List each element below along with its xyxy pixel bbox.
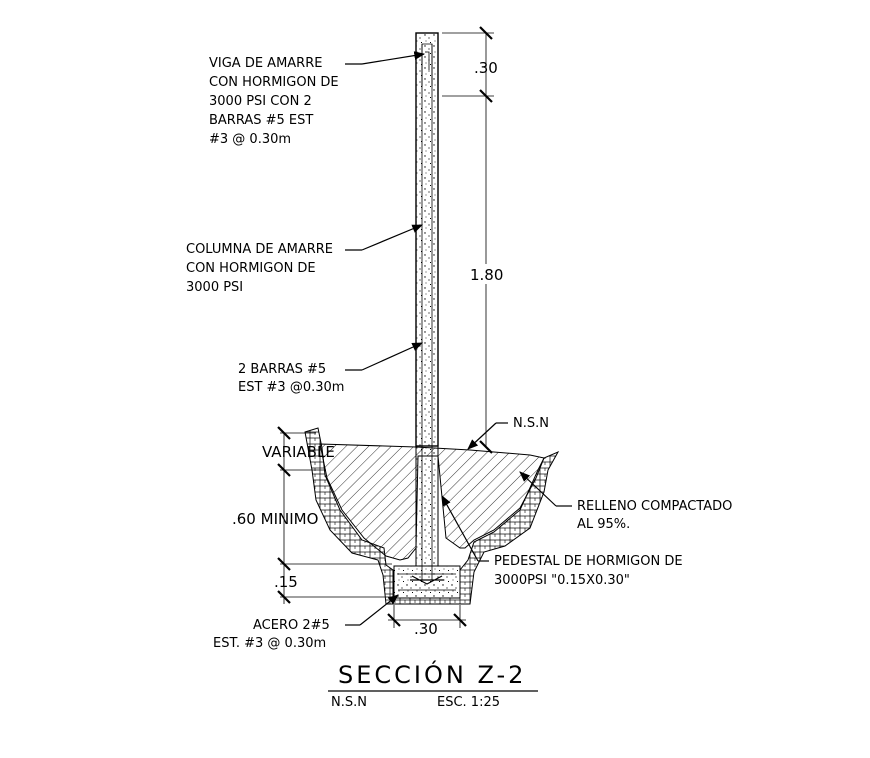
backfill [319, 443, 545, 561]
viga-line-1: VIGA DE AMARRE [209, 56, 322, 71]
barras-line-1: 2 BARRAS #5 [238, 362, 326, 377]
columna-line-2: CON HORMIGON DE [186, 261, 316, 276]
label-viga: VIGA DE AMARRE CON HORMIGON DE 3000 PSI … [209, 51, 426, 147]
viga-line-4: BARRAS #5 EST [209, 113, 313, 128]
dim-base: .15 [274, 573, 298, 591]
label-barras: 2 BARRAS #5 EST #3 @0.30m [238, 342, 423, 395]
label-nsn: N.S.N [467, 416, 549, 450]
dim-height-value: 1.80 [470, 266, 503, 284]
dimension-height: 1.80 [468, 264, 504, 454]
dimension-top: .30 [442, 26, 498, 428]
dim-top-value: .30 [474, 59, 498, 77]
dimension-bottom: .30 [387, 605, 467, 638]
relleno-line-2: AL 95%. [577, 517, 630, 532]
excavation [304, 427, 560, 605]
barras-line-2: EST #3 @0.30m [238, 380, 344, 395]
dim-width: .30 [414, 620, 438, 638]
title-level: N.S.N [331, 695, 367, 710]
label-columna: COLUMNA DE AMARRE CON HORMIGON DE 3000 P… [186, 224, 423, 295]
section-title: SECCIÓN Z-2 [338, 659, 526, 689]
label-pedestal: PEDESTAL DE HORMIGON DE 3000PSI "0.15X0.… [441, 495, 683, 588]
title-scale: ESC. 1:25 [437, 695, 500, 710]
viga-line-2: CON HORMIGON DE [209, 75, 339, 90]
acero-line-1: ACERO 2#5 [253, 618, 330, 633]
label-relleno: RELLENO COMPACTADO AL 95%. [519, 471, 732, 532]
dim-variable: VARIABLE [262, 443, 335, 461]
label-acero: ACERO 2#5 EST. #3 @ 0.30m [213, 594, 399, 651]
columna-line-1: COLUMNA DE AMARRE [186, 242, 333, 257]
columna-line-3: 3000 PSI [186, 280, 243, 295]
viga-line-3: 3000 PSI CON 2 [209, 94, 312, 109]
relleno-line-1: RELLENO COMPACTADO [577, 499, 732, 514]
acero-line-2: EST. #3 @ 0.30m [213, 636, 326, 651]
dim-depth: .60 MINIMO [232, 510, 318, 528]
pedestal-footing [393, 565, 461, 599]
title-block: SECCIÓN Z-2 N.S.N ESC. 1:25 [328, 659, 538, 710]
pedestal-line-2: 3000PSI "0.15X0.30" [494, 573, 630, 588]
viga-line-5: #3 @ 0.30m [209, 132, 291, 147]
nsn-label: N.S.N [513, 416, 549, 431]
pedestal-line-1: PEDESTAL DE HORMIGON DE [494, 554, 683, 569]
dimension-left: VARIABLE .60 MINIMO .15 [232, 426, 392, 604]
